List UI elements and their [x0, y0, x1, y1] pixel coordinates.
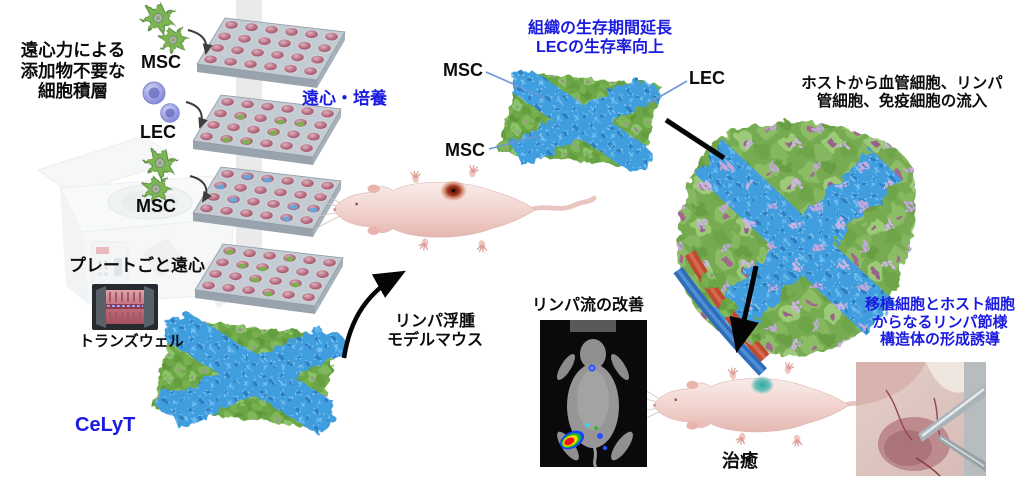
- arrow-engrafted-to-healed: [729, 265, 759, 354]
- seeding-arrows: [185, 29, 213, 203]
- caption-lymphedema-mouse: リンパ浮腫 モデルマウス: [380, 313, 490, 351]
- sheet-label-connectors: [485, 71, 688, 150]
- arrow-sheet-to-mouse: [341, 270, 406, 359]
- influx-line1: ホストから血管細胞、リンパ: [801, 75, 1003, 92]
- mouse-lymphedema: [309, 164, 594, 253]
- label-healed: 治癒: [722, 451, 758, 471]
- label-msc-mid-bottom: MSC: [445, 140, 485, 160]
- lymph-node-photo: [856, 362, 986, 477]
- transwell-photo: [92, 284, 158, 330]
- node-line3: 構造体の形成誘導: [879, 331, 1000, 349]
- well-plate-2: [193, 95, 341, 165]
- label-transwell: トランズウェル: [79, 333, 184, 350]
- headline-line1: 遠心力による: [20, 40, 126, 60]
- headline-centrifugal-stacking: 遠心力による 添加物不要な 細胞積層: [0, 40, 146, 102]
- label-msc-mid-top: MSC: [443, 60, 483, 80]
- label-msc-bottom: MSC: [136, 196, 176, 216]
- label-msc-top: MSC: [141, 52, 181, 72]
- headline-line3: 細胞積層: [38, 81, 108, 102]
- caption-survival-benefit: 組織の生存期間延長 LECの生存率向上: [505, 20, 695, 58]
- caption-lymph-flow: リンパ流の改善: [532, 297, 645, 314]
- celyt-sheet: [152, 310, 346, 434]
- transplant-sheet: [498, 67, 660, 173]
- arrow-sheet-to-engrafted: [664, 117, 726, 161]
- benefit-line2: LECの生存率向上: [535, 38, 664, 56]
- lec-cells: [142, 81, 180, 123]
- node-line2: からなるリンパ節様: [872, 313, 1008, 331]
- well-plate-1: [197, 18, 345, 88]
- main-arrows: [341, 117, 759, 359]
- headline-line2: 添加物不要な: [20, 60, 126, 81]
- lymphedema-line1: リンパ浮腫: [394, 313, 475, 330]
- label-celyt: CeLyT: [75, 414, 136, 436]
- step-centrifuge-culture: 遠心・培養: [302, 89, 387, 108]
- well-plate-4: [195, 244, 343, 314]
- influx-line2: 管細胞、免疫細胞の流入: [816, 93, 988, 111]
- engrafted-sheet: [673, 121, 918, 376]
- caption-lymph-node-formation: 移植細胞とホスト細胞 からなるリンパ節様 構造体の形成誘導: [856, 296, 1024, 349]
- step-plate-centrifuge: プレートごと遠心: [69, 256, 205, 275]
- label-lec-left: LEC: [140, 122, 176, 142]
- lymphedema-line2: モデルマウス: [386, 331, 483, 349]
- well-plate-3: [193, 167, 341, 237]
- msc-cells-top: [139, 0, 191, 57]
- caption-host-influx: ホストから血管細胞、リンパ 管細胞、免疫細胞の流入: [780, 75, 1024, 112]
- node-line1: 移植細胞とホスト細胞: [864, 296, 1015, 313]
- lymph-flow-photo: [540, 320, 647, 468]
- mouse-healed: [630, 361, 906, 447]
- label-lec-right: LEC: [689, 68, 725, 88]
- benefit-line1: 組織の生存期間延長: [527, 20, 672, 37]
